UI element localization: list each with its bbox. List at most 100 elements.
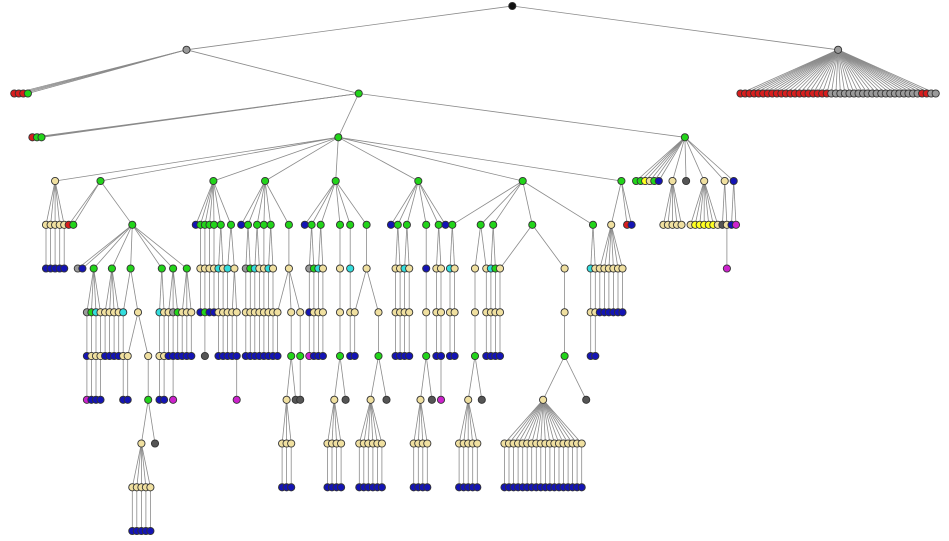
tree-node-blue[interactable] [654,176,663,186]
tree-node-green[interactable] [261,176,270,186]
tree-node-darkgray[interactable] [682,176,691,186]
tree-node-gray[interactable] [834,45,843,54]
tree-node-tan[interactable] [337,439,346,448]
tree-node-cyan[interactable] [119,308,128,317]
tree-node-tan[interactable] [539,395,548,404]
tree-node-tan[interactable] [318,264,327,273]
tree-node-tan[interactable] [416,395,425,404]
tree-node-blue[interactable] [729,176,738,186]
tree-node-green[interactable] [253,220,262,229]
tree-node-darkgray[interactable] [427,395,436,404]
tree-node-black[interactable] [508,1,517,11]
tree-node-tan[interactable] [560,264,569,273]
tree-node-green[interactable] [107,264,116,273]
tree-node-tan[interactable] [144,351,153,361]
tree-node-tan[interactable] [133,308,143,317]
tree-node-cyan[interactable] [223,264,232,273]
tree-node-darkgray[interactable] [150,439,160,448]
tree-node-green[interactable] [362,220,371,229]
tree-node-blue[interactable] [422,264,431,273]
tree-node-green[interactable] [259,220,268,229]
tree-node-tan[interactable] [720,176,729,186]
tree-node-green[interactable] [393,220,402,229]
tree-node-darkgray[interactable] [341,395,350,404]
tree-node-tan[interactable] [436,264,446,273]
tree-node-green[interactable] [169,264,178,273]
tree-node-tan[interactable] [232,308,241,317]
tree-node-blue[interactable] [450,351,459,361]
tree-node-tan[interactable] [335,264,345,273]
tree-node-green[interactable] [126,264,135,273]
tree-node-tan[interactable] [450,264,459,273]
tree-node-tan[interactable] [282,395,291,404]
tree-node-tan[interactable] [422,308,431,317]
tree-node-tan[interactable] [436,308,446,317]
tree-node-green[interactable] [414,176,423,186]
tree-node-green[interactable] [296,351,305,361]
tree-node-tan[interactable] [473,439,482,448]
tree-node-blue[interactable] [78,264,87,273]
tree-node-tan[interactable] [495,308,505,317]
tree-node-gray[interactable] [931,89,940,98]
tree-node-tan[interactable] [668,176,677,186]
tree-node-magenta[interactable] [169,395,178,404]
tree-node-green[interactable] [335,220,345,229]
tree-node-blue[interactable] [405,351,414,361]
tree-node-green[interactable] [617,176,626,186]
tree-node-tan[interactable] [335,308,345,317]
tree-node-tan[interactable] [405,264,414,273]
tree-node-green[interactable] [209,220,219,229]
tree-node-tan[interactable] [287,439,296,448]
tree-node-tan[interactable] [700,176,709,186]
tree-node-blue[interactable] [337,483,346,492]
tree-node-green[interactable] [346,220,355,229]
tree-node-green[interactable] [528,220,537,229]
tree-node-tan[interactable] [123,351,132,361]
tree-node-green[interactable] [266,220,275,229]
tree-node-green[interactable] [23,89,32,98]
tree-node-green[interactable] [334,133,343,142]
tree-node-magenta[interactable] [436,395,446,404]
tree-node-magenta[interactable] [731,220,741,229]
tree-node-cyan[interactable] [346,264,355,273]
tree-node-tan[interactable] [330,395,339,404]
tree-node-green[interactable] [374,351,383,361]
tree-node-blue[interactable] [160,395,169,404]
tree-node-blue[interactable] [441,220,450,229]
tree-node-green[interactable] [489,220,498,229]
tree-node-green[interactable] [560,351,569,361]
tree-node-green[interactable] [331,176,340,186]
tree-node-tan[interactable] [618,264,627,273]
tree-node-gray[interactable] [182,45,191,54]
tree-node-tan[interactable] [137,439,146,448]
tree-node-green[interactable] [307,220,316,229]
tree-node-green[interactable] [89,264,98,273]
tree-node-blue[interactable] [436,351,446,361]
tree-node-blue[interactable] [377,483,386,492]
tree-node-tan[interactable] [273,308,282,317]
tree-node-tan[interactable] [495,264,505,273]
tree-node-blue[interactable] [423,483,432,492]
tree-node-darkgray[interactable] [296,395,305,404]
tree-node-magenta[interactable] [722,264,731,273]
tree-node-tan[interactable] [146,483,155,492]
tree-node-blue[interactable] [318,351,327,361]
tree-node-darkgray[interactable] [382,395,391,404]
tree-node-green[interactable] [470,351,480,361]
tree-node-blue[interactable] [237,220,246,229]
tree-node-blue[interactable] [273,351,282,361]
tree-node-green[interactable] [434,220,443,229]
tree-node-green[interactable] [144,395,153,404]
tree-node-green[interactable] [209,176,218,186]
tree-node-tan[interactable] [318,308,327,317]
tree-node-blue[interactable] [627,220,636,229]
tree-node-tan[interactable] [362,264,371,273]
tree-node-blue[interactable] [287,483,296,492]
tree-node-tan[interactable] [268,264,278,273]
tree-node-blue[interactable] [123,395,132,404]
tree-node-blue[interactable] [232,351,241,361]
tree-node-green[interactable] [216,220,225,229]
tree-node-tan[interactable] [677,220,686,229]
tree-node-tan[interactable] [577,439,586,448]
tree-node-green[interactable] [284,220,293,229]
